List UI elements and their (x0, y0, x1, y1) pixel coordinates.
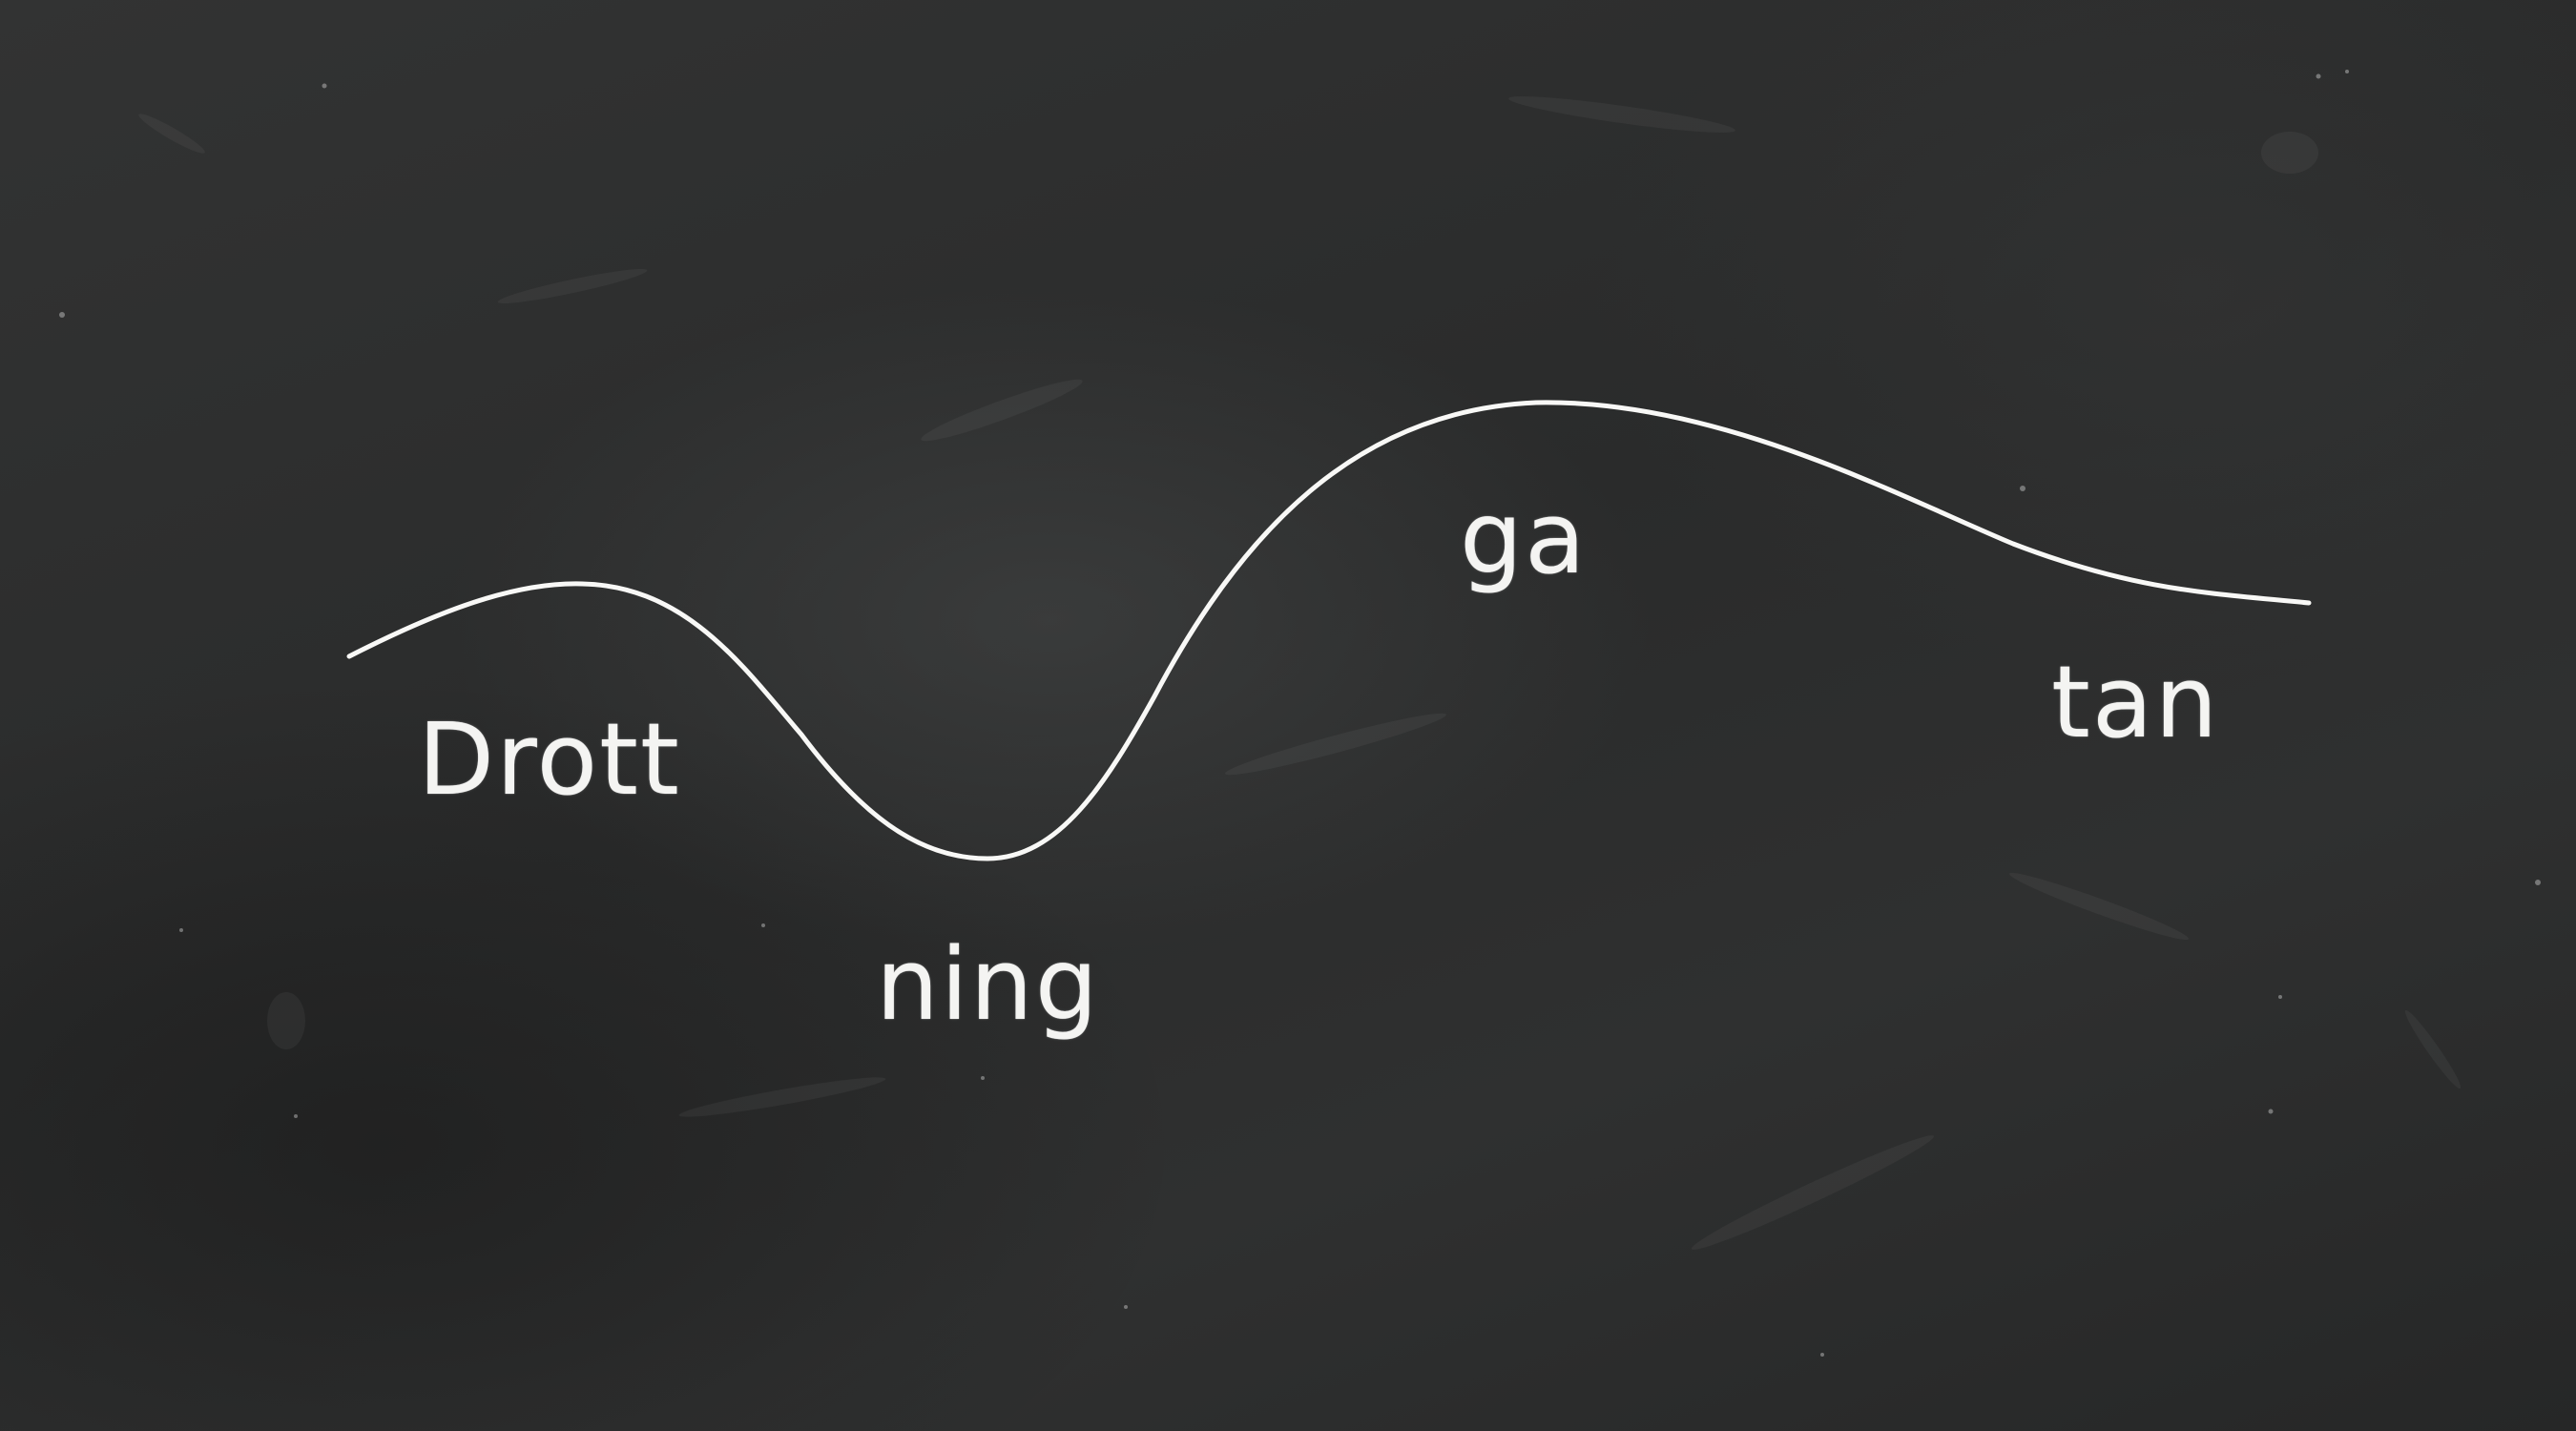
syllable-label: tan (2051, 644, 2220, 760)
syllable-label: Drott (418, 701, 681, 818)
intonation-curve (346, 400, 2312, 861)
syllable-label: ning (876, 926, 1100, 1043)
syllable-label: ga (1460, 480, 1588, 596)
